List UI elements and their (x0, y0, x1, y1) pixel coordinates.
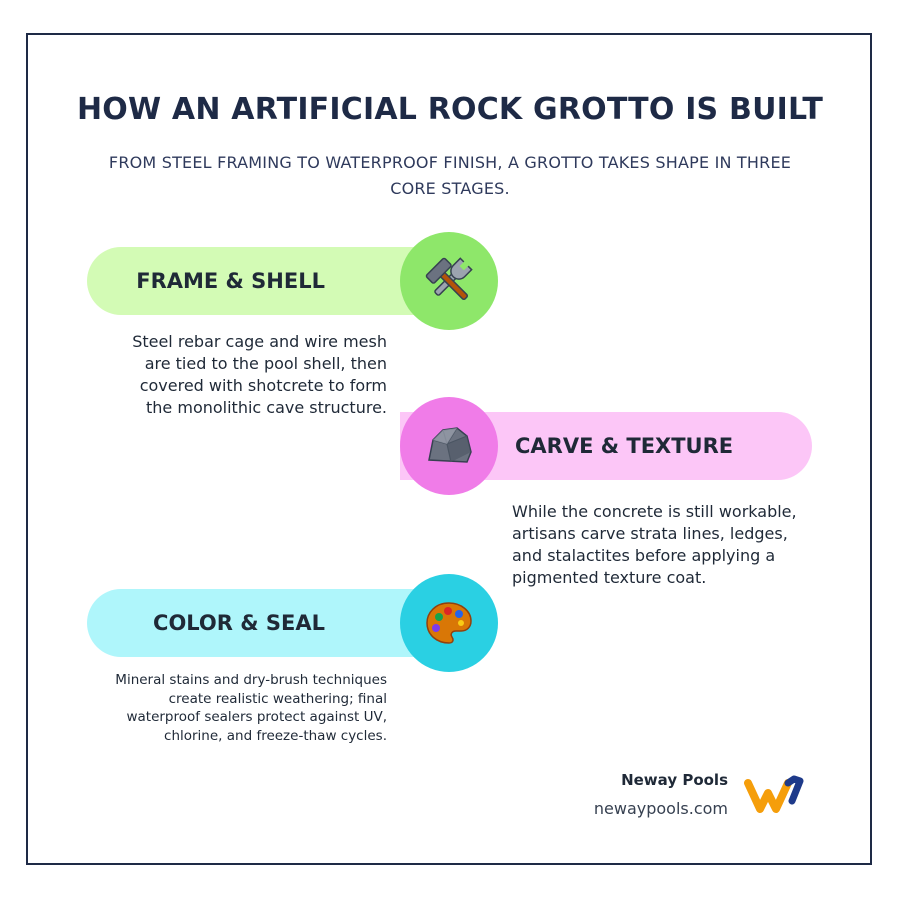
desc-line: pigmented texture coat. (512, 568, 707, 587)
step-icon-circle (400, 232, 498, 330)
desc-line: chlorine, and freeze-thaw cycles. (164, 727, 387, 744)
desc-line: covered with shotcrete to form (139, 376, 387, 395)
brand-name: Neway Pools (621, 771, 728, 789)
desc-line: the monolithic cave structure. (146, 398, 387, 417)
step-description: Mineral stains and dry-brush techniques … (90, 671, 387, 745)
hammer-wrench-icon (425, 257, 473, 301)
desc-line: waterproof sealers protect against UV, (126, 709, 387, 725)
step-description: Steel rebar cage and wire mesh are tied … (100, 331, 387, 419)
page-title: HOW AN ARTIFICIAL ROCK GROTTO IS BUILT (76, 92, 824, 127)
step-icon-circle (400, 574, 498, 672)
desc-line: create realistic weathering; final (168, 690, 387, 707)
desc-line: are tied to the pool shell, then (144, 354, 387, 373)
step-description: While the concrete is still workable, ar… (512, 501, 822, 589)
step-color-seal-pill: COLOR & SEAL (87, 589, 437, 657)
desc-line: Mineral stains and dry-brush techniques (115, 672, 387, 688)
step-frame-shell-pill: FRAME & SHELL (87, 247, 437, 315)
subtitle-line: CORE STAGES. (390, 179, 510, 198)
brand-url[interactable]: newaypools.com (593, 799, 728, 818)
desc-line: Steel rebar cage and wire mesh (132, 332, 387, 351)
neway-logo-icon (744, 775, 804, 813)
step-label: COLOR & SEAL (153, 611, 325, 635)
page-subtitle: FROM STEEL FRAMING TO WATERPROOF FINISH,… (95, 150, 805, 202)
desc-line: and stalactites before applying a (512, 546, 776, 565)
palette-icon (426, 602, 472, 644)
desc-line: While the concrete is still workable, (512, 502, 797, 521)
subtitle-line: FROM STEEL FRAMING TO WATERPROOF FINISH,… (108, 153, 792, 172)
desc-line: artisans carve strata lines, ledges, (512, 524, 788, 543)
rock-icon (428, 427, 472, 463)
step-label: CARVE & TEXTURE (515, 434, 734, 458)
step-icon-circle (400, 397, 498, 495)
step-label: FRAME & SHELL (136, 269, 325, 293)
